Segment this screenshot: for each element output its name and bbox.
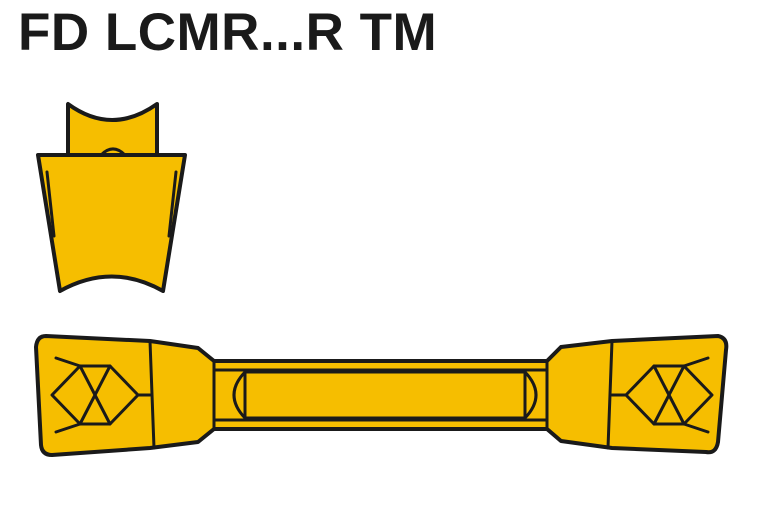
- right-head-divider: [606, 339, 614, 450]
- left-chipbreaker: [50, 356, 152, 434]
- end-view-stem: [66, 102, 159, 157]
- end-view-left-relief: [45, 170, 56, 238]
- end-view-right-relief: [167, 170, 178, 238]
- left-transition: [196, 346, 216, 444]
- end-view-hump: [99, 147, 127, 157]
- chip-groove: [232, 370, 538, 420]
- insert-end-view: [36, 102, 187, 293]
- end-view-body: [36, 153, 187, 293]
- right-transition: [545, 345, 563, 443]
- page-title: FD LCMR...R TM: [18, 3, 438, 62]
- right-chipbreaker: [610, 356, 714, 434]
- left-head-divider: [148, 339, 156, 450]
- insert-top-view: [34, 334, 729, 457]
